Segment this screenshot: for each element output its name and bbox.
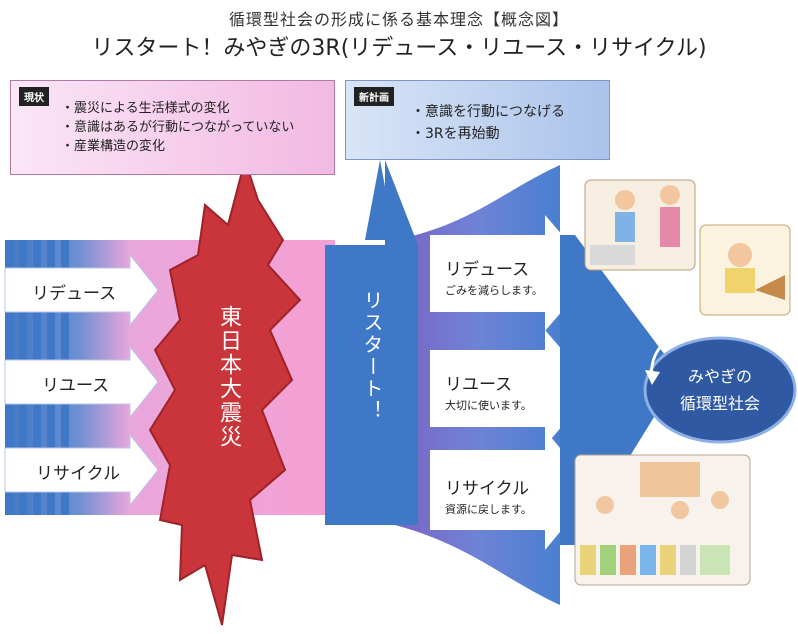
restart-label: リスタート！ (360, 290, 384, 422)
right-desc-reuse: 大切に使います。 (445, 399, 532, 412)
page-title: 循環型社会の形成に係る基本理念【概念図】 (228, 10, 569, 29)
restart-arrow-down-tip (365, 160, 395, 240)
plan-item: ・意識を行動につなげる (411, 104, 565, 120)
right-desc-reduce: ごみを減らします。 (445, 284, 543, 297)
left-label-reduce: リデュース (32, 284, 117, 304)
earthquake-label: 東日本大震災 (216, 305, 241, 449)
right-arrow-shapes (430, 215, 595, 550)
restart-arrow (325, 160, 418, 525)
left-arrow-shapes (4, 253, 159, 507)
earthquake-burst (148, 156, 302, 626)
right-label-reduce: リデュース (445, 260, 530, 280)
goal-ellipse (643, 336, 797, 444)
left-label-recycle: リサイクル (36, 464, 121, 484)
recycling-illustration-icon (574, 454, 751, 586)
right-desc-recycle: 資源に戻します。 (445, 503, 532, 516)
right-label-reuse: リユース (445, 375, 513, 395)
current-situation-box: 現状 ・震災による生活様式の変化 ・意識はあるが行動につながっていない ・産業構… (10, 80, 335, 175)
current-tag: 現状 (19, 87, 49, 106)
shop-illustration-icon (584, 179, 696, 271)
goal-line1: みやぎの (687, 367, 752, 386)
new-plan-box: 新計画 ・意識を行動につなげる ・3Rを再始動 (345, 80, 610, 160)
current-item: ・産業構造の変化 (61, 139, 166, 154)
current-list: ・震災による生活様式の変化 ・意識はあるが行動につながっていない ・産業構造の変… (61, 99, 294, 156)
right-label-recycle: リサイクル (445, 479, 530, 499)
left-label-reuse: リユース (42, 376, 110, 396)
current-item: ・意識はあるが行動につながっていない (61, 120, 295, 135)
goal-line2: 循環型社会 (679, 394, 760, 413)
plan-list: ・意識を行動につなげる ・3Rを再始動 (411, 101, 565, 145)
plan-tag: 新計画 (354, 87, 394, 106)
diy-repair-illustration-icon (699, 224, 791, 316)
plan-item: ・3Rを再始動 (411, 126, 500, 142)
page-subtitle: リスタート！みやぎの3R(リデュース・リユース・リサイクル) (91, 36, 707, 61)
current-item: ・震災による生活様式の変化 (61, 101, 230, 116)
